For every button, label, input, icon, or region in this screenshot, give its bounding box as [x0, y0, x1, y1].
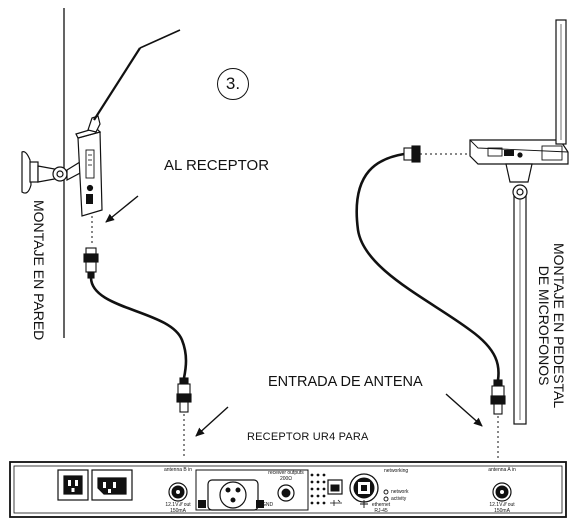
arrow-antenna-a: [445, 393, 483, 427]
antenna-b-power-2: 150mA: [170, 507, 186, 514]
arrow-to-receiver: [105, 195, 139, 223]
panel-antenna-b-power: 12.1V ⁄⁄⁄ out 150mA: [158, 502, 198, 514]
usb-icon: [327, 479, 343, 506]
step-number: 3.: [217, 68, 249, 100]
bnc-connector-icon: [490, 379, 506, 415]
receiver-outputs-text: receiver outputs: [268, 470, 304, 476]
antenna-a-text: antenna A in: [488, 467, 516, 473]
wall-bracket: [21, 151, 83, 194]
receiver-outputs-imp: 200Ω: [279, 475, 293, 482]
label-antenna-input: ENTRADA DE ANTENA: [268, 374, 423, 390]
label-to-receiver: AL RECEPTOR: [164, 157, 270, 174]
antenna-a-power-2: 150mA: [494, 507, 510, 514]
panel-network: network: [391, 489, 409, 495]
stand-mount-line2: DE MICROFONOS: [536, 265, 552, 386]
ethernet-icon: [349, 473, 379, 508]
stand-antenna-unit: [469, 19, 569, 200]
ethernet-text-2: RJ-45: [374, 507, 388, 514]
bnc-connector-icon: [492, 482, 512, 502]
antenna-icon: [87, 29, 181, 133]
bnc-connector-icon: [403, 145, 421, 163]
antenna-b-power-1: 12.1V ⁄⁄⁄ out: [165, 502, 191, 508]
panel-antenna-b-label: antenna B in: [160, 467, 196, 474]
panel-antenna-a-power: 12.1V ⁄⁄⁄ out 150mA: [482, 502, 522, 514]
ethernet-text-1: ethernet: [371, 502, 391, 508]
receiver-rear-panel: [9, 461, 567, 518]
arrow-antenna-b: [195, 406, 229, 437]
xlr-connector-icon: [207, 479, 259, 511]
label-wall-mount: MONTAJE EN PARED: [31, 200, 47, 341]
bnc-connector-icon: [176, 377, 192, 413]
ac-power-inlet-icon: [57, 469, 133, 501]
panel-ethernet: ethernet RJ-45: [370, 502, 392, 514]
antenna-a-power-1: 12.1V ⁄⁄⁄ out: [489, 502, 515, 508]
panel-networking: networking: [384, 468, 409, 474]
label-stand-mount: MONTAJE EN PEDESTAL DE MICROFONOS: [536, 243, 567, 409]
wall-cable: [89, 277, 188, 379]
panel-gnd: GND: [262, 502, 274, 508]
panel-receiver-outputs: receiver outputs 200Ω: [266, 470, 306, 482]
bnc-connector-icon: [168, 482, 188, 502]
stand-cable: [355, 152, 500, 381]
vent-dots: [310, 473, 326, 505]
label-receiver-model: RECEPTOR UR4 PARA: [247, 431, 369, 443]
wall-mount-text: MONTAJE EN PARED: [31, 200, 47, 341]
wall-antenna-unit: [75, 127, 103, 217]
stand-mount-line1: MONTAJE EN PEDESTAL: [551, 243, 567, 409]
antenna-b-text: antenna B in: [163, 467, 193, 473]
panel-antenna-a-label: antenna A in: [484, 467, 520, 474]
mic-stand: [513, 191, 527, 425]
bnc-connector-icon: [83, 247, 99, 279]
panel-activity: activity: [391, 496, 407, 502]
